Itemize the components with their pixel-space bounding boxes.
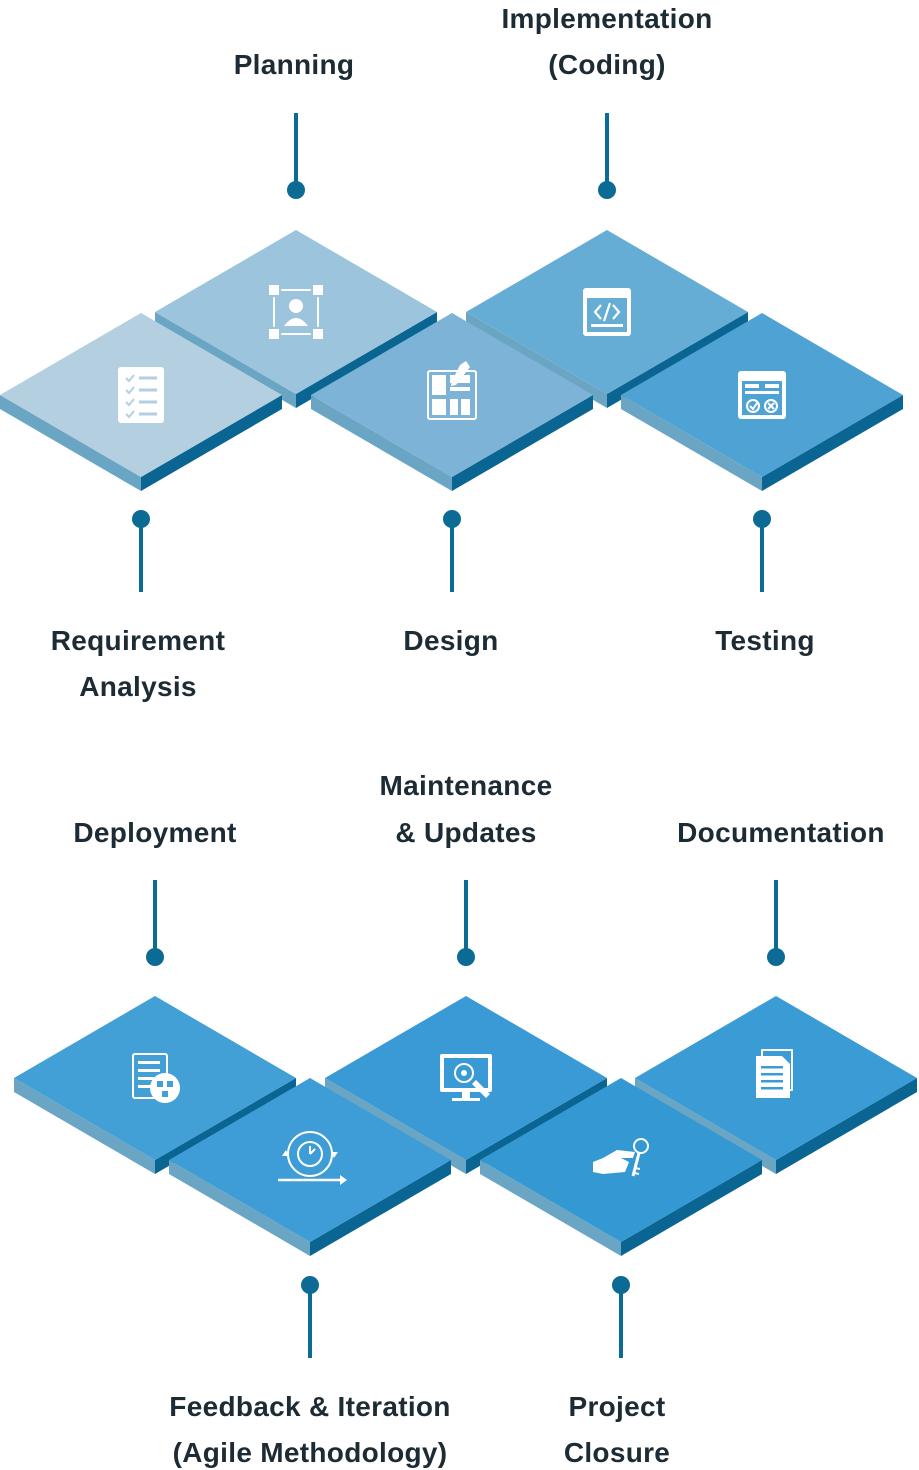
user-flow-icon <box>269 285 323 339</box>
connector-dot <box>767 948 785 966</box>
code-window-icon <box>583 288 631 336</box>
tile-side-left <box>0 395 141 491</box>
stage-label: & Updates <box>395 817 536 848</box>
stage-label: Requirement <box>51 625 225 656</box>
connector-dot <box>612 1276 630 1294</box>
stage-label: Analysis <box>79 671 197 702</box>
stage-label: Maintenance <box>380 770 553 801</box>
connector-requirement-analysis <box>132 510 150 592</box>
monitor-gear-icon <box>440 1054 492 1101</box>
deployment-flow-icon <box>132 1053 180 1103</box>
wireframe-icon <box>427 361 477 420</box>
stage-label: Testing <box>715 625 815 656</box>
handover-key-icon <box>593 1138 649 1177</box>
tile-side-right <box>762 395 903 491</box>
connector-design <box>443 510 461 592</box>
stage-label: (Coding) <box>548 49 665 80</box>
stage-label: Project <box>568 1391 665 1422</box>
stage-label: Planning <box>234 49 355 80</box>
stage-design <box>311 313 593 491</box>
tile-side-left <box>480 1160 621 1256</box>
stage-feedback-iteration <box>169 1078 451 1256</box>
connector-testing <box>753 510 771 592</box>
connector-maintenance-updates <box>457 880 475 966</box>
stage-project-closure <box>480 1078 762 1256</box>
connector-dot <box>753 510 771 528</box>
connector-dot <box>132 510 150 528</box>
stage-label: Closure <box>564 1437 670 1468</box>
tile-side-right <box>310 1160 451 1256</box>
connector-dot <box>443 510 461 528</box>
connector-project-closure <box>612 1276 630 1358</box>
stage-label: Deployment <box>73 817 236 848</box>
connector-dot <box>146 948 164 966</box>
connector-dot <box>598 181 616 199</box>
tile-side-left <box>621 395 762 491</box>
connector-implementation <box>598 113 616 199</box>
connector-dot <box>301 1276 319 1294</box>
stage-label: Implementation <box>501 3 712 34</box>
tile-side-right <box>141 395 282 491</box>
tile-top <box>311 313 593 477</box>
tile-side-left <box>311 395 452 491</box>
connector-dot <box>457 948 475 966</box>
stage-label: Documentation <box>677 817 885 848</box>
tile-side-left <box>14 1078 155 1174</box>
stage-requirement-analysis <box>0 313 282 491</box>
connector-deployment <box>146 880 164 966</box>
agile-cycle-icon <box>278 1131 347 1185</box>
connector-feedback-iteration <box>301 1276 319 1358</box>
tile-side-right <box>621 1160 762 1256</box>
stage-deployment <box>14 996 296 1174</box>
tile-side-right <box>776 1078 917 1174</box>
connector-documentation <box>767 880 785 966</box>
tile-side-right <box>452 395 593 491</box>
tile-top <box>169 1078 451 1242</box>
stage-testing <box>621 313 903 491</box>
test-dashboard-icon <box>738 371 786 419</box>
stage-label: (Agile Methodology) <box>173 1437 448 1468</box>
connector-dot <box>287 181 305 199</box>
connector-planning <box>287 113 305 199</box>
document-stack-icon <box>756 1049 793 1098</box>
stage-label: Feedback & Iteration <box>169 1391 450 1422</box>
checklist-icon <box>118 367 164 423</box>
stage-label: Design <box>403 625 498 656</box>
tile-side-left <box>169 1160 310 1256</box>
